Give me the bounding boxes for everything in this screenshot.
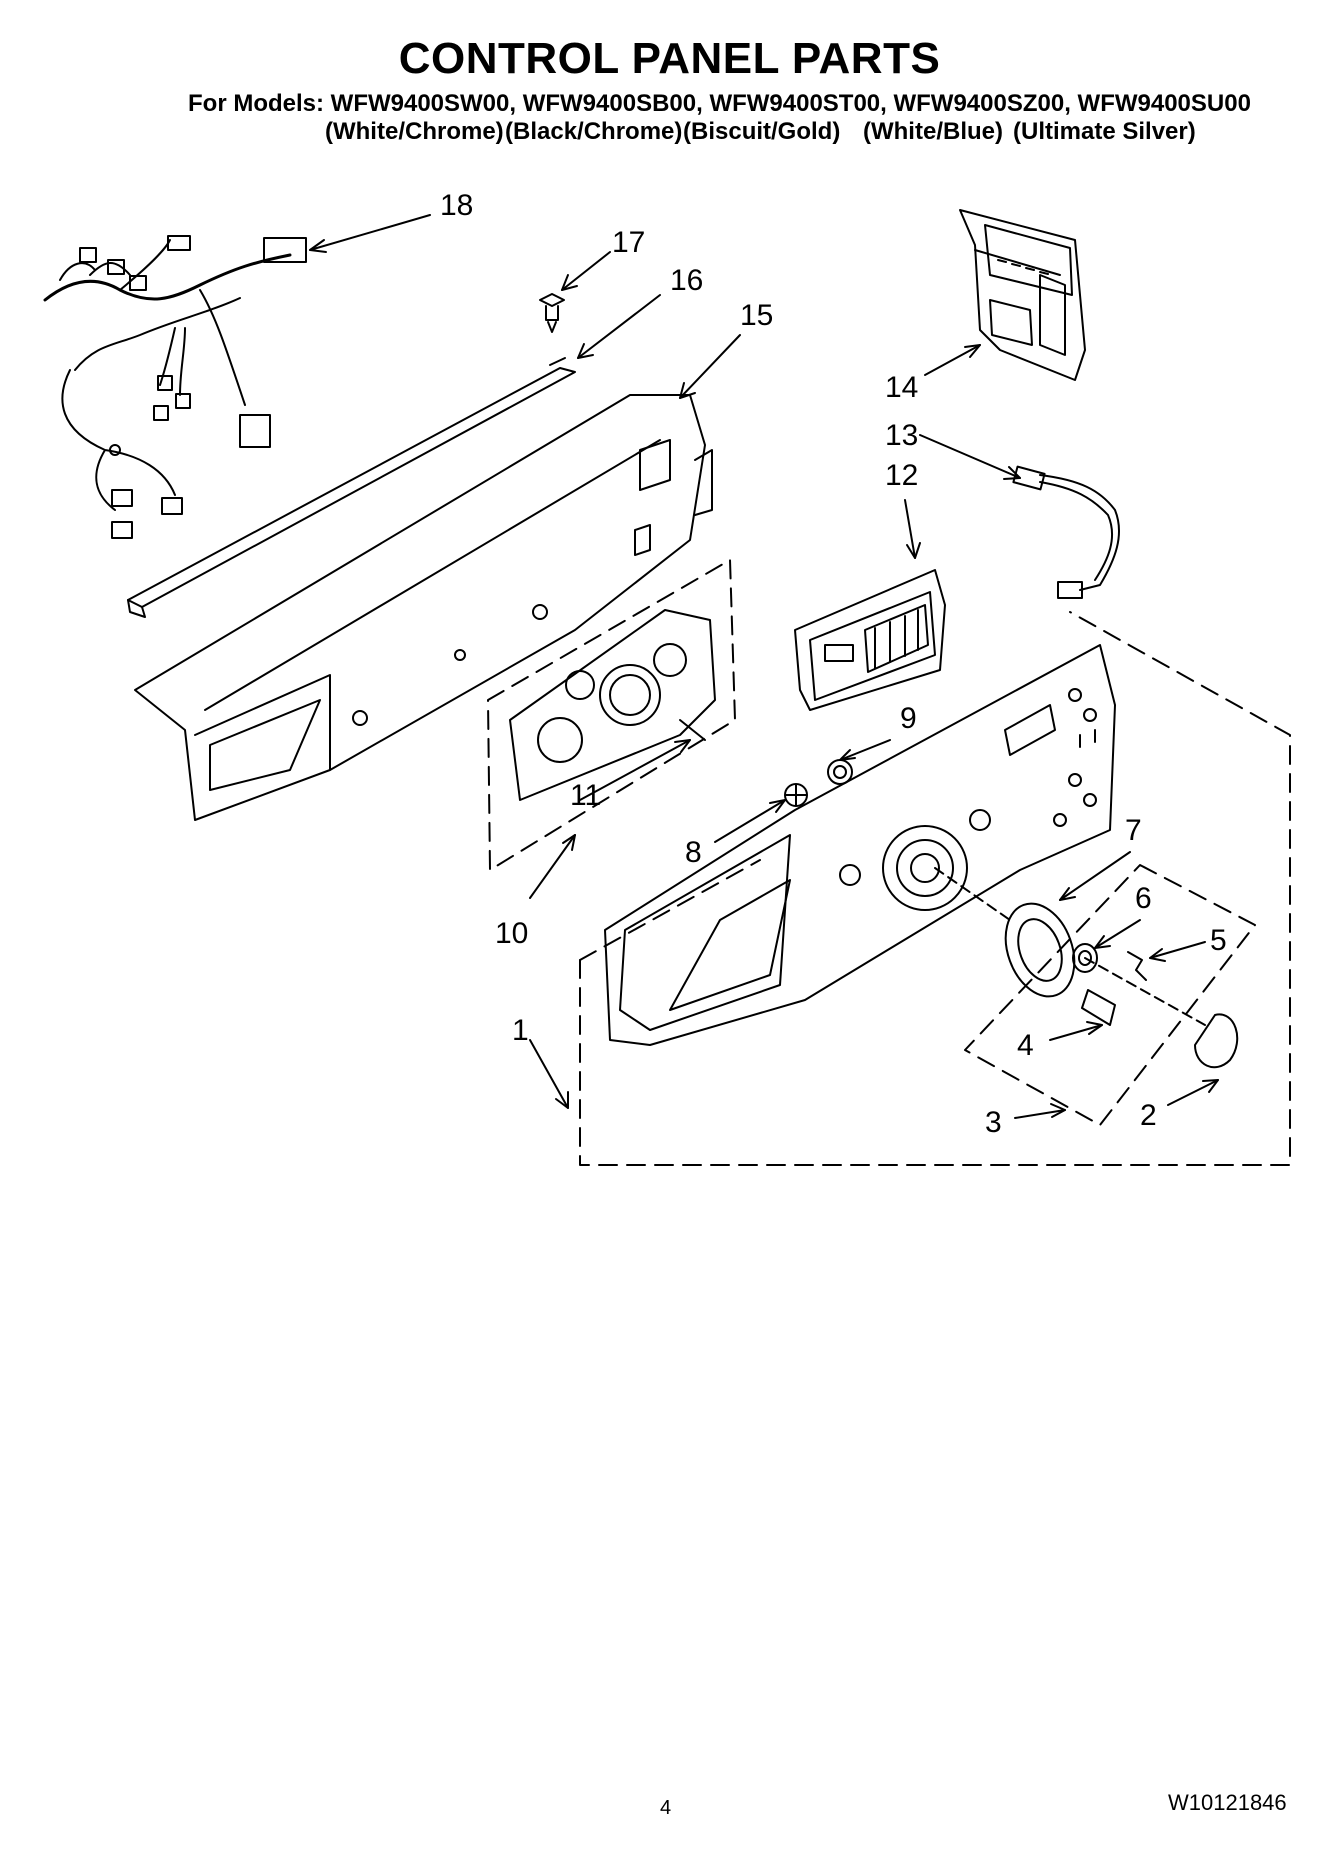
wire-jumper-part: [1012, 465, 1121, 599]
color-black-chrome: (Black/Chrome): [505, 118, 683, 145]
callout-15: 15: [740, 299, 773, 332]
control-board-part: [959, 209, 1086, 381]
callout-5: 5: [1210, 924, 1227, 957]
callout-14: 14: [885, 371, 918, 404]
color-biscuit-gold: (Biscuit/Gold): [683, 118, 841, 145]
callout-18: 18: [440, 189, 473, 222]
callout-labels: 18 17 16 15 14 13 12 11 9 8 10 7 6 5 4 1…: [440, 189, 1227, 1139]
callout-9: 9: [900, 702, 917, 735]
page-number: 4: [660, 1797, 672, 1819]
color-ultimate-silver: (Ultimate Silver): [1013, 118, 1196, 145]
knob-insert-part: [1072, 943, 1098, 973]
console-panel-part: [134, 394, 713, 821]
callout-4: 4: [1017, 1029, 1034, 1062]
document-code: W10121846: [1168, 1790, 1287, 1815]
callout-7: 7: [1125, 814, 1142, 847]
callout-16: 16: [670, 264, 703, 297]
callout-6: 6: [1135, 882, 1152, 915]
callout-8: 8: [685, 836, 702, 869]
callout-3: 3: [985, 1106, 1002, 1139]
cam-part: [1081, 989, 1116, 1026]
knob-kit-group: [964, 864, 1256, 1126]
callout-17: 17: [612, 226, 645, 259]
callout-11: 11: [570, 779, 601, 812]
color-white-blue: (White/Blue): [863, 118, 1003, 145]
callout-1: 1: [512, 1014, 529, 1047]
trim-strip-part: [127, 357, 576, 618]
leader-lines: [309, 214, 1219, 1119]
callout-2: 2: [1140, 1099, 1157, 1132]
bezel-ring-part: [934, 867, 1076, 998]
callout-10: 10: [495, 917, 528, 950]
interface-board-part: [794, 569, 946, 711]
spring-clip-part: [1127, 951, 1147, 981]
selector-knob-part: [784, 783, 808, 807]
color-white-chrome: (White/Chrome): [325, 118, 504, 145]
callout-13: 13: [885, 419, 918, 452]
knob-assembly-group: [487, 559, 736, 871]
dial-knob-part: [1084, 957, 1239, 1069]
page-title: CONTROL PANEL PARTS: [398, 34, 941, 83]
screw-part: [539, 293, 565, 333]
callout-12: 12: [885, 459, 918, 492]
wire-harness-part: [43, 235, 307, 539]
models-line: For Models: WFW9400SW00, WFW9400SB00, WF…: [188, 90, 1251, 117]
console-assembly-group: [579, 611, 1291, 1166]
